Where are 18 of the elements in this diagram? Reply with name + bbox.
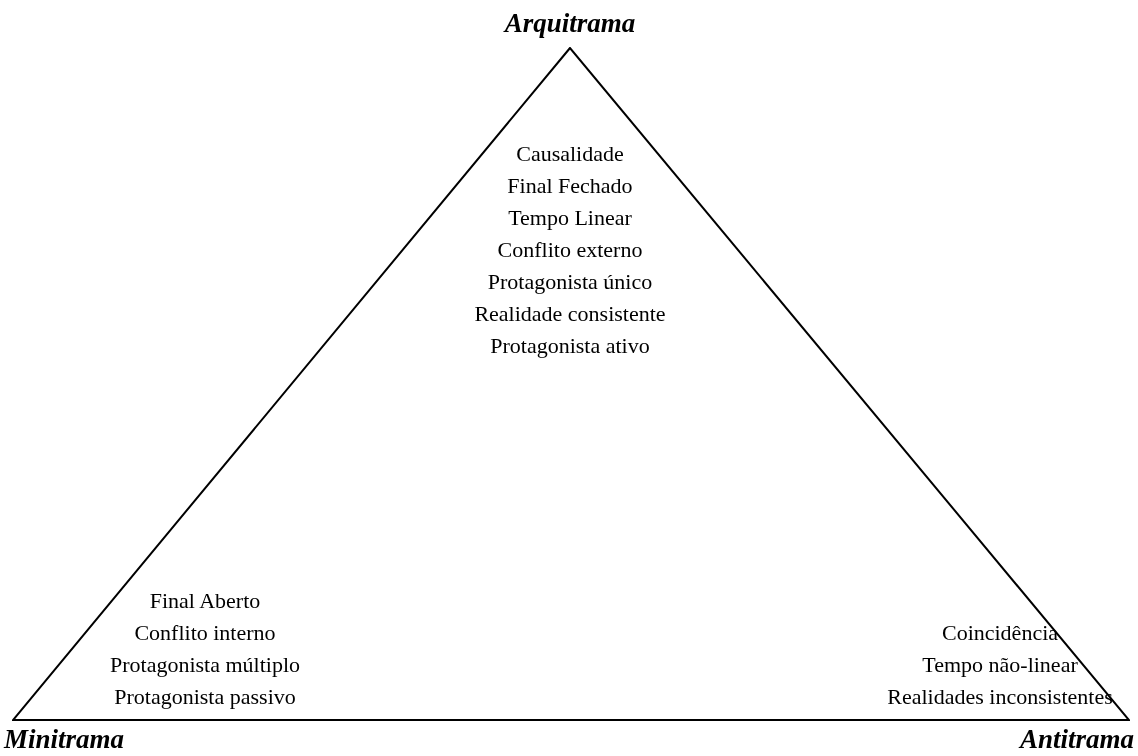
corner-label: Arquitrama: [504, 8, 636, 38]
list-item: Realidade consistente: [474, 301, 666, 327]
list-item: Tempo Linear: [508, 205, 632, 231]
triangle-shape: [12, 47, 1130, 721]
list-item: Final Fechado: [507, 173, 633, 199]
list-item: Conflito interno: [134, 620, 276, 646]
corner-label: Minitrama: [4, 724, 125, 754]
list-item: Protagonista múltiplo: [109, 652, 301, 678]
corner-label: Antitrama: [1019, 724, 1134, 754]
list-item: Protagonista passivo: [114, 684, 296, 710]
list-item: Final Aberto: [149, 588, 261, 614]
list-item: Tempo não-linear: [922, 652, 1078, 678]
list-item: Conflito externo: [497, 237, 643, 263]
list-item: Causalidade: [516, 141, 624, 167]
list-item: Coincidência: [941, 620, 1059, 646]
list-item: Protagonista ativo: [490, 333, 650, 359]
list-item: Realidades inconsistentes: [887, 684, 1113, 710]
list-item: Protagonista único: [487, 269, 653, 295]
